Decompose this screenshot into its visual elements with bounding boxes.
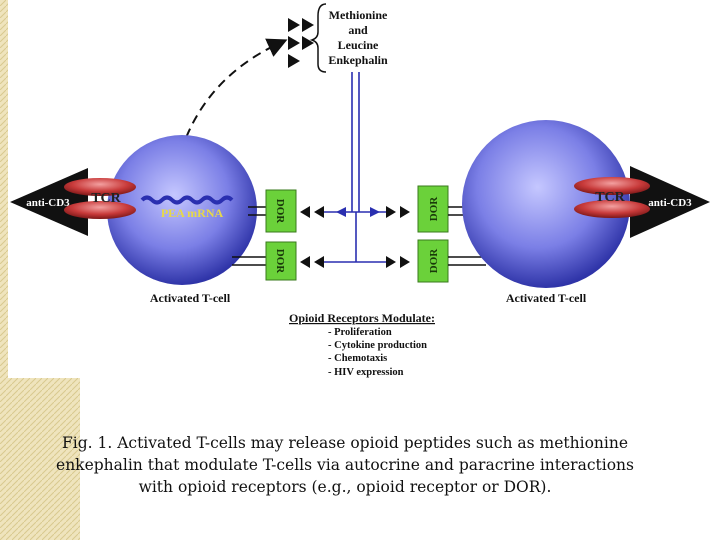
- left-bound-peptides: [300, 206, 324, 268]
- peptides-label-line1: Methionine: [329, 8, 388, 22]
- release-arrow: [171, 38, 288, 196]
- right-anti-cd3-label: anti-CD3: [648, 197, 692, 209]
- modulate-item-hiv: - HIV expression: [328, 367, 404, 378]
- right-cell-label: Activated T-cell: [506, 291, 587, 305]
- right-tcr-label: TCR: [595, 190, 625, 205]
- left-tcr-label: TCR: [91, 191, 121, 206]
- side-texture-strip: [0, 0, 8, 378]
- left-tcr-bottom: [64, 201, 136, 219]
- left-tcr-top: [64, 178, 136, 196]
- peptides-label-line2: and: [348, 23, 368, 37]
- left-receptor-top: DOR: [265, 189, 297, 233]
- signal-arrowheads: [336, 207, 380, 217]
- modulate-item-proliferation: - Proliferation: [328, 327, 392, 338]
- left-cell-label: Activated T-cell: [150, 291, 231, 305]
- figure-caption: Fig. 1. Activated T-cells may release op…: [56, 434, 634, 496]
- modulate-item-cytokine: - Cytokine production: [328, 340, 427, 351]
- left-connector-lines: [232, 206, 266, 266]
- pea-mrna-wave: [140, 195, 234, 205]
- modulate-item-chemotaxis: - Chemotaxis: [328, 353, 387, 364]
- right-receptor-top-label: DOR: [428, 196, 440, 222]
- left-t-cell: [107, 135, 257, 285]
- modulate-title: Opioid Receptors Modulate:: [289, 311, 435, 325]
- right-receptor-top: DOR: [417, 185, 449, 233]
- left-receptor-bottom-label: DOR: [274, 249, 286, 275]
- left-anti-cd3-label: anti-CD3: [26, 197, 70, 209]
- side-texture-block: [0, 378, 80, 540]
- left-receptor-top-label: DOR: [274, 199, 286, 225]
- right-tcr-top: [574, 177, 650, 195]
- signal-lines: [322, 72, 394, 263]
- peptide-bracket: [309, 3, 327, 73]
- right-receptor-bottom: DOR: [417, 239, 449, 283]
- right-bound-peptides: [386, 206, 410, 268]
- pea-mrna-label: PEA mRNA: [161, 206, 224, 220]
- peptides-label-line3: Leucine: [338, 38, 379, 52]
- peptide-triangles: [288, 18, 314, 68]
- right-tcr-bottom: [574, 200, 650, 218]
- right-anti-cd3-arrow: [630, 166, 710, 238]
- right-t-cell: [462, 120, 630, 288]
- left-receptor-bottom: DOR: [265, 241, 297, 281]
- right-receptor-bottom-label: DOR: [428, 248, 440, 274]
- peptides-label-line4: Enkephalin: [328, 53, 388, 67]
